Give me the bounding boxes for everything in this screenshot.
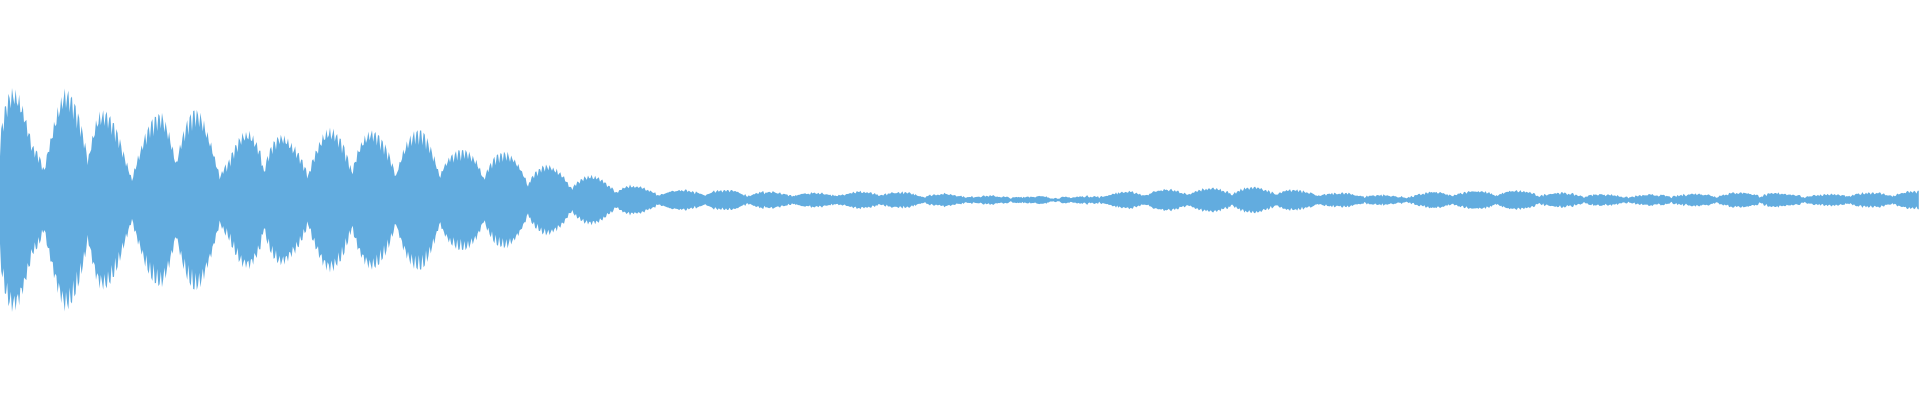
waveform-shape xyxy=(0,88,1919,312)
